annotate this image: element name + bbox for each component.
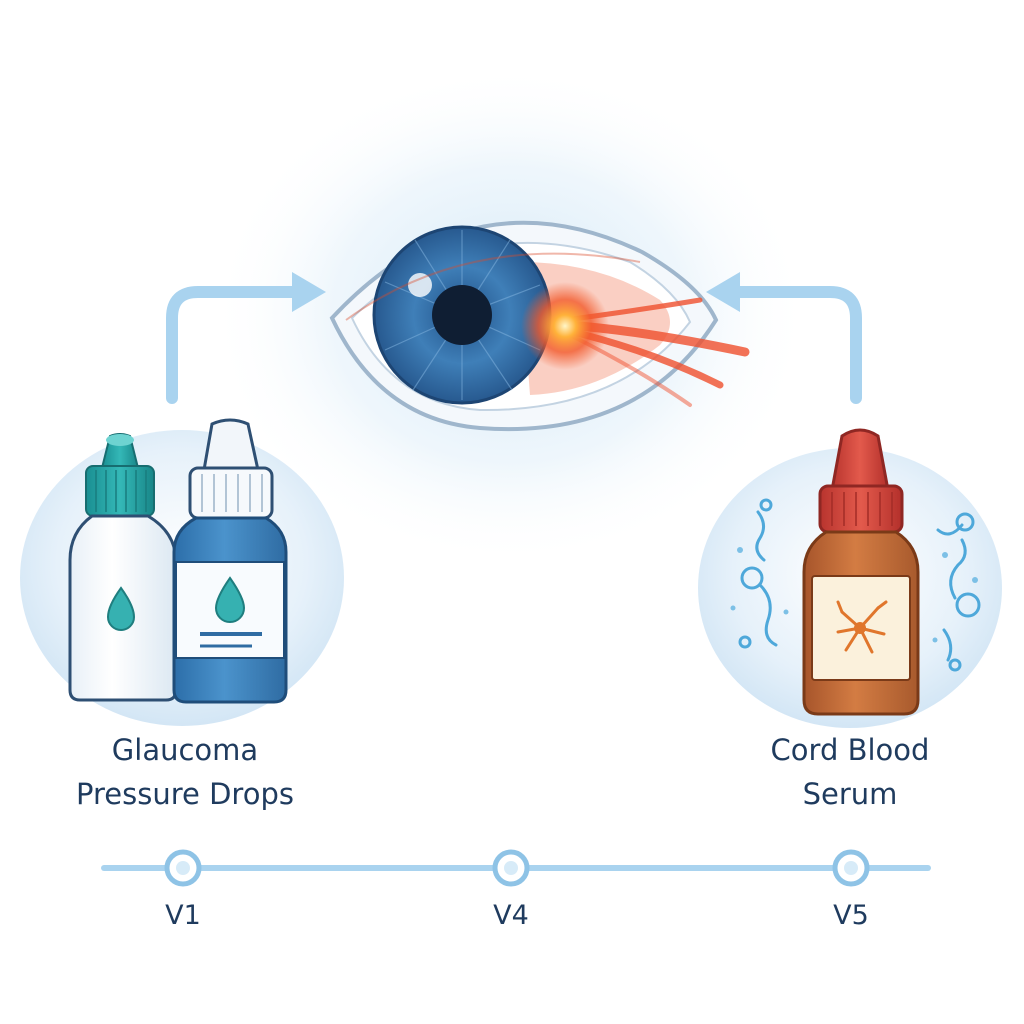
left-arrow bbox=[166, 286, 298, 404]
left-title-line2: Pressure Drops bbox=[76, 777, 294, 811]
right-title-line1: Cord Blood bbox=[770, 733, 930, 767]
timeline-node bbox=[832, 849, 870, 887]
right-arrow bbox=[734, 286, 862, 404]
cell-icon bbox=[738, 498, 981, 672]
left-group-title: Glaucoma Pressure Drops bbox=[50, 728, 320, 816]
timeline-node bbox=[164, 849, 202, 887]
eye-drop-bottle-icon bbox=[172, 418, 288, 704]
right-group-title: Cord Blood Serum bbox=[740, 728, 960, 816]
left-title-line1: Glaucoma bbox=[111, 733, 259, 767]
arrow-icon bbox=[706, 272, 862, 404]
timeline-label-v4: V4 bbox=[493, 900, 529, 931]
timeline-label-v1: V1 bbox=[165, 900, 201, 931]
water-drop-icon bbox=[106, 586, 136, 631]
cell-icon bbox=[730, 547, 978, 643]
water-drop-icon bbox=[214, 576, 246, 623]
serum-bottle-icon bbox=[802, 428, 920, 716]
eye-icon bbox=[329, 220, 750, 431]
timeline-node bbox=[492, 849, 530, 887]
timeline-label-v5: V5 bbox=[833, 900, 869, 931]
arrow-icon bbox=[166, 272, 326, 404]
right-title-line2: Serum bbox=[802, 777, 898, 811]
